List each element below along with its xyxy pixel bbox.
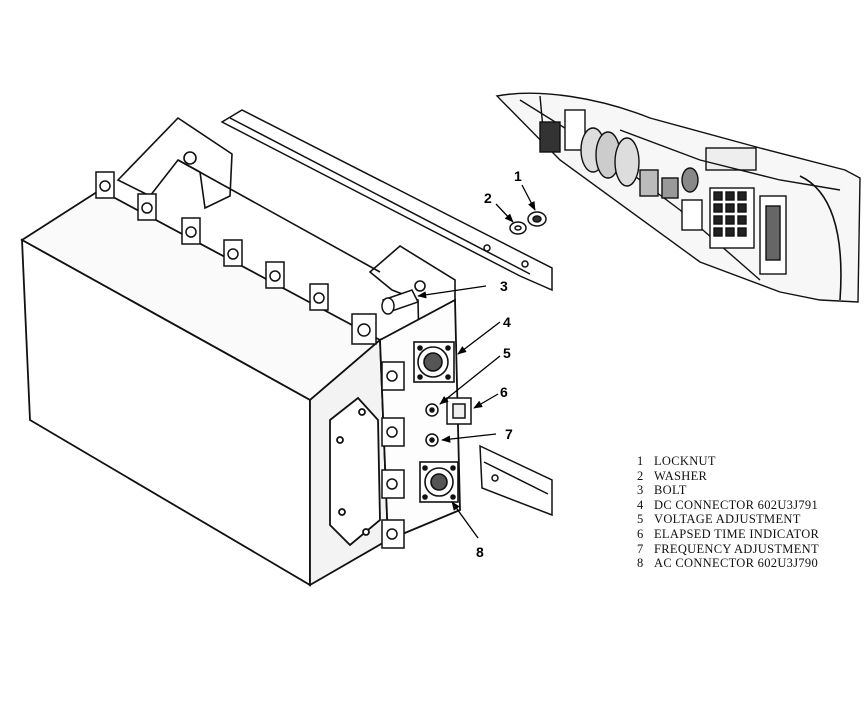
legend-label: DC CONNECTOR 602U3J791 <box>654 497 819 512</box>
mounting-rail-upper <box>220 109 553 292</box>
mounting-tabs <box>95 171 405 549</box>
callout-leaders <box>417 184 536 539</box>
parts-legend: 1 LOCKNUT 2 WASHER 3 BOLT 4 DC CONNECTOR 602… <box>637 454 819 571</box>
legend-item: 1 LOCKNUT <box>637 454 819 469</box>
callout-1: 1 <box>514 168 522 184</box>
voltage-adjustment <box>425 403 439 417</box>
legend-label: AC CONNECTOR 602U3J790 <box>654 556 819 571</box>
bolt <box>381 289 420 315</box>
callout-5: 5 <box>503 345 511 361</box>
legend-number: 2 <box>637 468 644 483</box>
callout-8: 8 <box>476 544 484 560</box>
callout-7: 7 <box>505 426 513 442</box>
legend-number: 1 <box>637 454 644 468</box>
callout-2: 2 <box>484 190 492 206</box>
control-unit-box <box>20 188 461 587</box>
legend-number: 8 <box>637 556 644 571</box>
callout-4: 4 <box>503 314 511 330</box>
aircraft-location-inset <box>495 92 861 303</box>
legend-label: ELAPSED TIME INDICATOR <box>654 526 820 541</box>
legend-item: 7 FREQUENCY ADJUSTMENT <box>637 542 819 557</box>
locknut <box>527 211 547 227</box>
legend-number: 5 <box>637 512 644 527</box>
legend-label: VOLTAGE ADJUSTMENT <box>654 512 801 527</box>
dc-connector <box>413 341 455 383</box>
callout-numbers: 1 2 3 4 5 6 7 8 <box>476 168 522 560</box>
legend-item: 3 BOLT <box>637 483 819 498</box>
legend-label: LOCKNUT <box>654 454 716 468</box>
legend-item: 4 DC CONNECTOR 602U3J791 <box>637 498 819 513</box>
legend-label: WASHER <box>654 468 708 483</box>
legend-label: FREQUENCY ADJUSTMENT <box>654 541 819 556</box>
legend-item: 5 VOLTAGE ADJUSTMENT <box>637 512 819 527</box>
callout-3: 3 <box>500 278 508 294</box>
ac-connector <box>419 461 459 503</box>
legend-item: 2 WASHER <box>637 469 819 484</box>
callout-6: 6 <box>500 384 508 400</box>
inset-keypad <box>709 187 755 249</box>
frequency-adjustment <box>425 433 439 447</box>
mounting-rail-lower <box>479 444 553 517</box>
legend-item: 8 AC CONNECTOR 602U3J790 <box>637 556 819 571</box>
legend-label: BOLT <box>654 483 687 498</box>
washer <box>509 221 527 235</box>
legend-number: 3 <box>637 483 644 498</box>
elapsed-time-indicator <box>446 397 472 425</box>
legend-number: 6 <box>637 526 644 541</box>
legend-number: 7 <box>637 541 644 556</box>
legend-number: 4 <box>637 497 644 512</box>
legend-item: 6 ELAPSED TIME INDICATOR <box>637 527 819 542</box>
